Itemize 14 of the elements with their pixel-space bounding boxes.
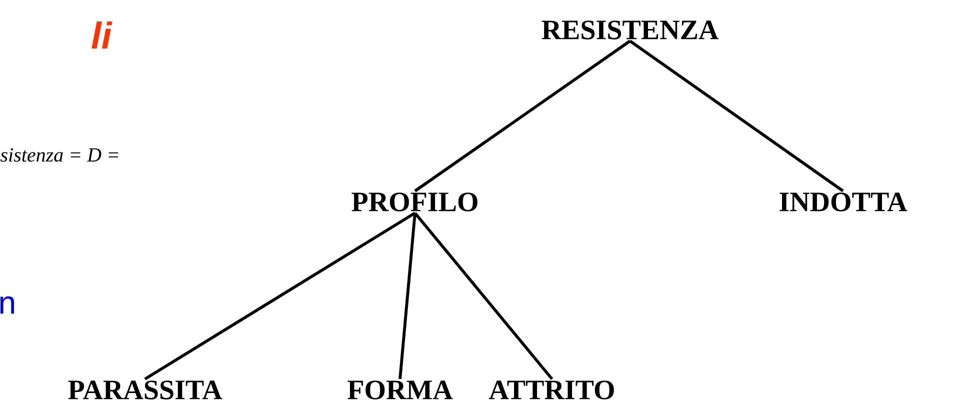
formula-fragment: sistenza = D = xyxy=(0,148,118,162)
text-fragment: n xyxy=(0,296,14,314)
tree-node-label: FORMA xyxy=(348,380,453,400)
tree-node-label: RESISTENZA xyxy=(542,20,718,40)
tree-node-label: PARASSITA xyxy=(68,380,222,400)
tree-branch-line xyxy=(629,40,844,192)
tree-node-label: INDOTTA xyxy=(780,192,908,212)
heading-fragment: li xyxy=(92,22,112,49)
tree-branch-line xyxy=(414,40,631,192)
tree-node-label: PROFILO xyxy=(352,192,478,212)
tree-branch-line xyxy=(144,212,416,380)
tree-branch-line xyxy=(414,212,554,380)
tree-branch-line xyxy=(398,212,416,380)
tree-node-label: ATTRITO xyxy=(489,380,614,400)
